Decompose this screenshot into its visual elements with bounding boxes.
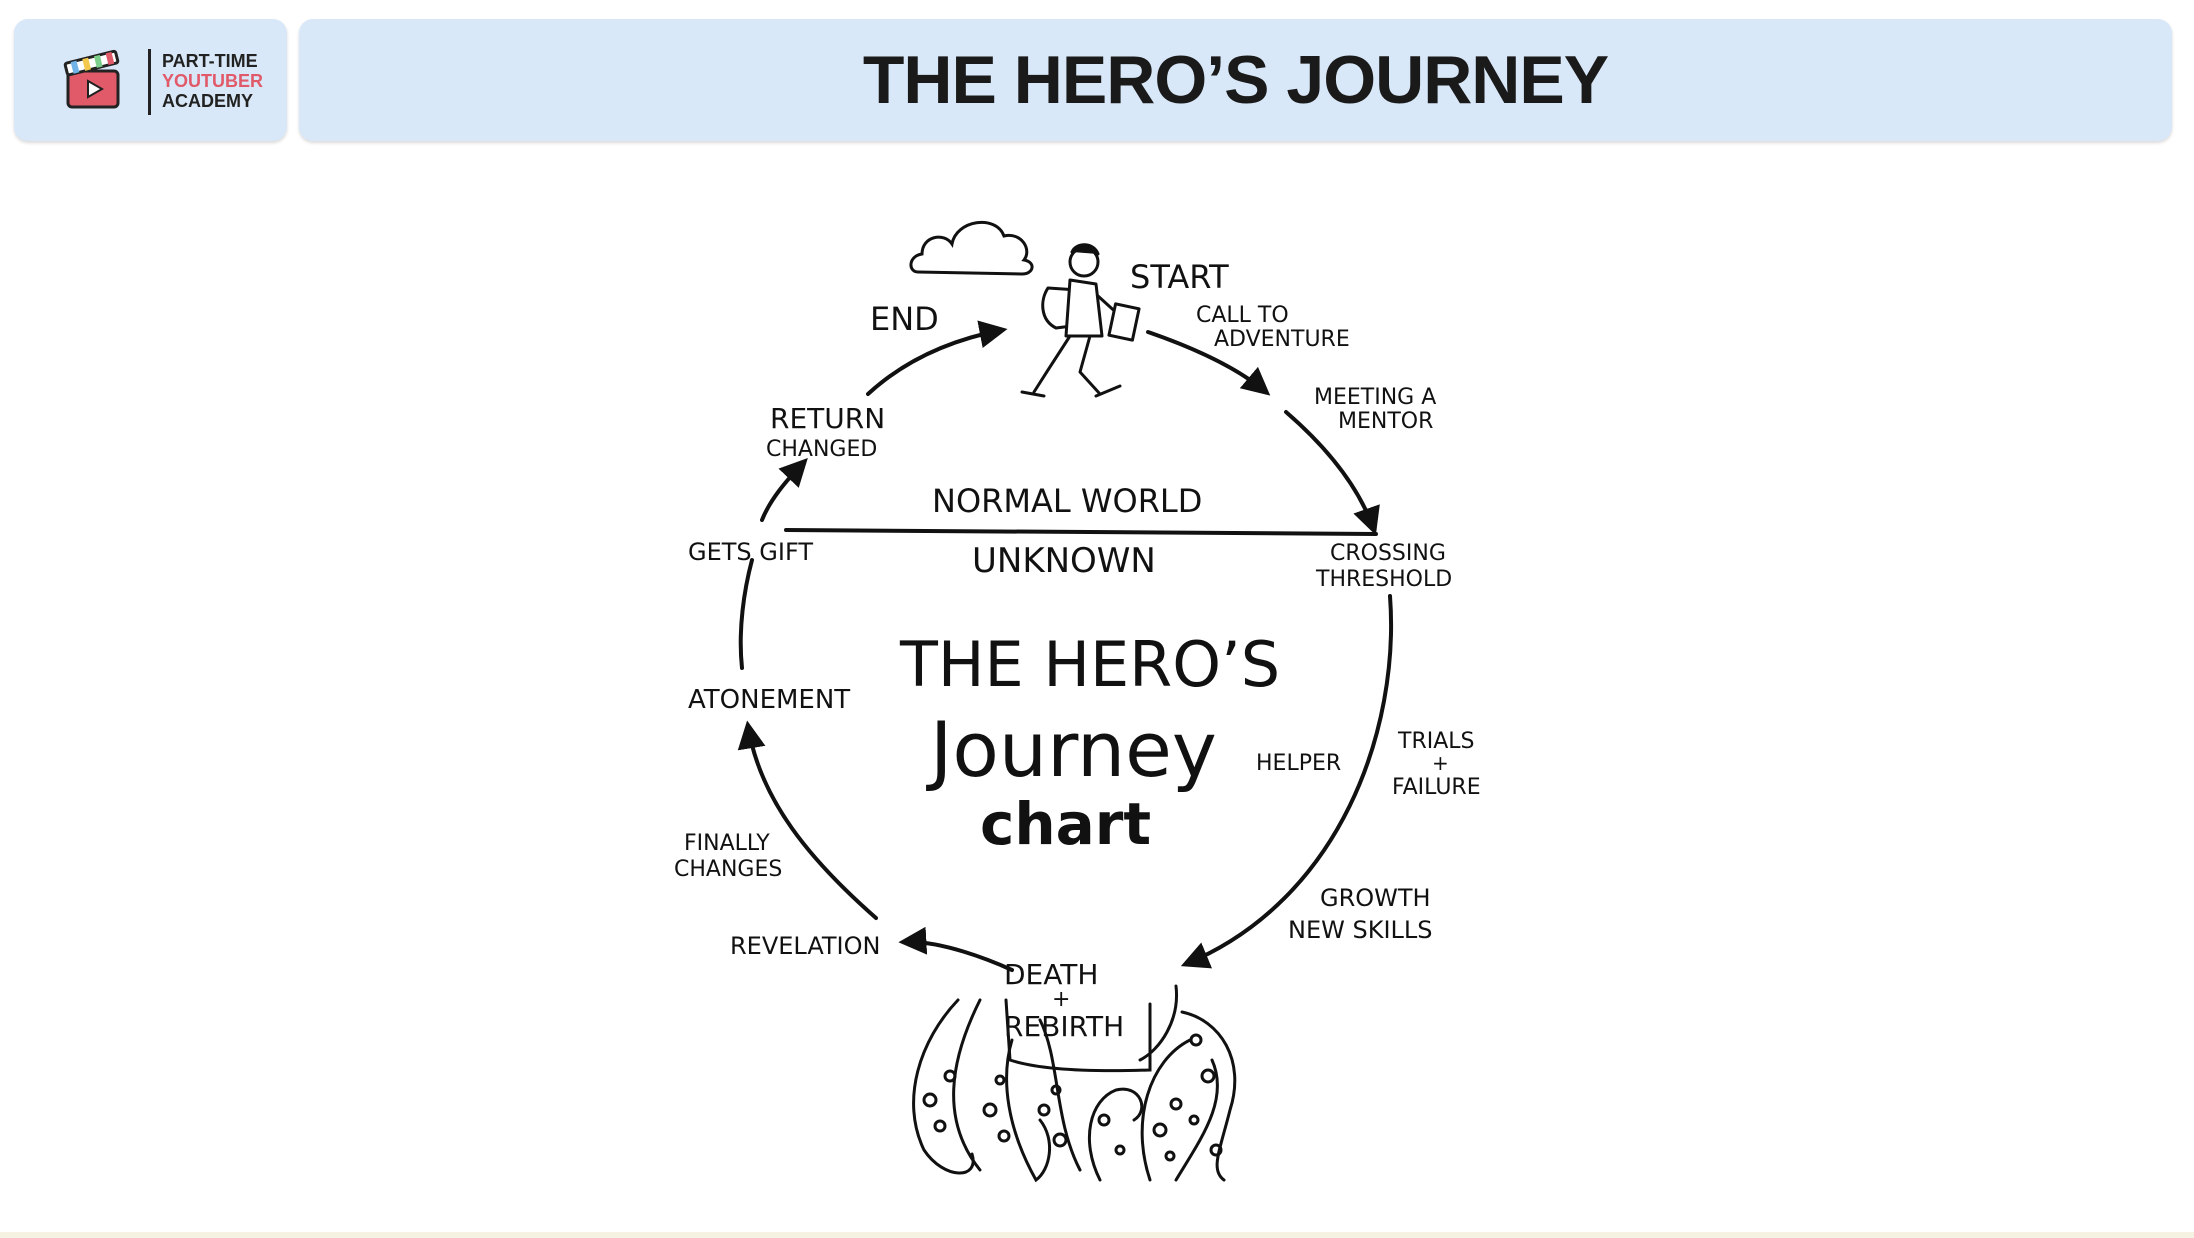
logo-divider — [148, 49, 151, 115]
tentacles-icon — [912, 984, 1237, 1183]
label-trials-2: + — [1432, 751, 1449, 775]
arc-mentor-to-threshold — [1284, 410, 1380, 536]
label-trials-3: FAILURE — [1392, 775, 1481, 800]
label-finally-2: CHANGES — [674, 857, 782, 882]
world-boundary-line — [784, 528, 1378, 536]
page-title: THE HERO’S JOURNEY — [862, 42, 1609, 118]
logo-text: PART-TIME YOUTUBER ACADEMY — [162, 51, 263, 111]
label-death-1: DEATH — [1004, 958, 1098, 991]
arc-abyss-to-revelation — [898, 926, 1014, 972]
clapperboard-icon — [63, 49, 120, 109]
label-growth-1: GROWTH — [1320, 884, 1431, 912]
label-end: END — [870, 300, 939, 338]
label-atonement: ATONEMENT — [688, 685, 850, 715]
center-title-3: chart — [980, 790, 1151, 858]
label-death-3: REBIRTH — [1004, 1010, 1124, 1043]
arc-revelation-to-atonement — [737, 720, 878, 920]
label-call-1: CALL TO — [1196, 303, 1289, 328]
label-gets-gift: GETS GIFT — [688, 538, 813, 566]
label-call-2: ADVENTURE — [1214, 327, 1350, 352]
label-crossing-2: THRESHOLD — [1315, 567, 1452, 592]
label-growth-2: NEW SKILLS — [1288, 916, 1433, 944]
center-title-2: Journey — [926, 705, 1217, 794]
label-normal-world: NORMAL WORLD — [932, 482, 1202, 520]
hiker-icon — [1020, 243, 1141, 398]
arc-gift-to-return — [760, 457, 808, 522]
label-unknown: UNKNOWN — [972, 541, 1156, 581]
label-finally-1: FINALLY — [684, 831, 770, 856]
logo-line-3: ACADEMY — [162, 91, 254, 111]
arc-threshold-to-abyss — [1180, 594, 1393, 969]
label-start: START — [1130, 258, 1229, 296]
arc-return-to-start — [866, 320, 1008, 396]
logo-line-2: YOUTUBER — [162, 71, 264, 91]
label-trials-1: TRIALS — [1397, 729, 1474, 754]
label-mentor-2: MENTOR — [1338, 409, 1433, 434]
center-title-1: THE HERO’S — [899, 628, 1280, 701]
cloud-icon — [909, 220, 1034, 276]
label-death-2: + — [1052, 987, 1070, 1012]
logo-line-1: PART-TIME — [162, 51, 258, 71]
logo-panel: PART-TIME YOUTUBER ACADEMY — [14, 19, 287, 141]
label-crossing-1: CROSSING — [1330, 541, 1446, 566]
arc-start-to-mentor — [1146, 330, 1271, 396]
title-panel: THE HERO’S JOURNEY — [299, 19, 2172, 141]
label-helper: HELPER — [1256, 751, 1341, 776]
label-mentor-1: MEETING A — [1314, 385, 1436, 410]
label-return-1: RETURN — [770, 402, 885, 435]
bottom-rule — [0, 1232, 2194, 1238]
arc-atonement-to-gift — [738, 558, 754, 670]
label-revelation: REVELATION — [730, 932, 880, 960]
label-return-2: CHANGED — [766, 437, 877, 462]
